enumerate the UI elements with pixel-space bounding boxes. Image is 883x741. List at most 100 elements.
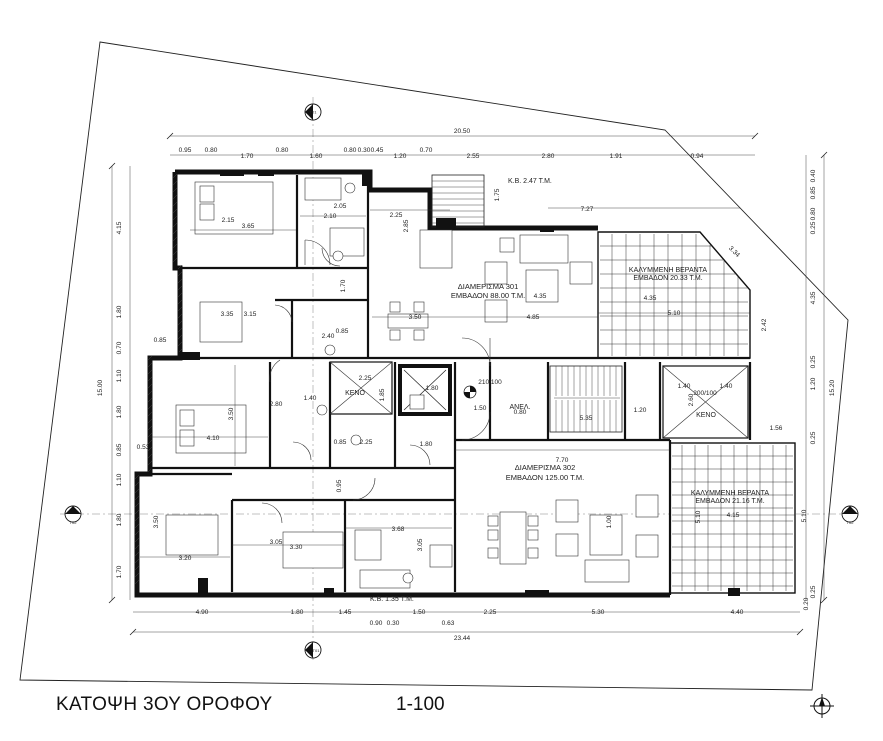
wall-hatch bbox=[172, 236, 178, 242]
dim-int-42: 0.95 bbox=[336, 479, 343, 492]
north-arrow-icon bbox=[810, 694, 834, 718]
wall-hatch bbox=[147, 460, 153, 466]
dim-int-13: 2.40 bbox=[322, 333, 335, 340]
wall-hatch bbox=[147, 355, 153, 361]
wall-hatch bbox=[147, 439, 153, 445]
wall-hatch bbox=[177, 334, 183, 340]
dim-left-8: 1.80 bbox=[116, 513, 123, 526]
dim-left-2: 1.80 bbox=[116, 305, 123, 318]
dim-int-28: 7.70 bbox=[556, 457, 569, 464]
dim-int-47: 3.50 bbox=[153, 515, 160, 528]
wall-hatch bbox=[134, 516, 140, 522]
section-mark-top: T01 bbox=[310, 110, 318, 115]
dim-right-10: 0.25 bbox=[810, 585, 817, 598]
dim-top-14: 0.94 bbox=[691, 153, 704, 160]
dim-bottom-small-2: 0.30 bbox=[387, 620, 400, 627]
wall-hatch bbox=[172, 215, 178, 221]
wall-hatch bbox=[177, 271, 183, 277]
dim-top-7: 0.30 bbox=[358, 147, 371, 154]
wall-hatch bbox=[177, 341, 183, 347]
wall-hatch bbox=[172, 250, 178, 256]
dim-int-12: 1.70 bbox=[340, 279, 347, 292]
dim-overall-bottom: 23.44 bbox=[454, 635, 471, 642]
level-marker bbox=[463, 385, 477, 399]
wall-hatch bbox=[172, 180, 178, 186]
columns bbox=[178, 170, 740, 596]
stairs bbox=[549, 365, 623, 433]
wall-hatch bbox=[147, 383, 153, 389]
wall-hatch bbox=[147, 362, 153, 368]
dim-int-5: 2.25 bbox=[390, 212, 403, 219]
void-2 bbox=[662, 365, 749, 439]
dim-int-4: 2.10 bbox=[324, 213, 337, 220]
dim-top-9: 1.20 bbox=[394, 153, 407, 160]
apartment-301-name: ΔΙΑΜΕΡΙΣΜΑ 301 bbox=[458, 282, 519, 291]
dim-bottom-3: 1.45 bbox=[339, 609, 352, 616]
dim-int-3: 2.05 bbox=[334, 203, 347, 210]
dim-left-1: 4.15 bbox=[116, 221, 123, 234]
wall-hatch bbox=[134, 565, 140, 571]
interior-dimensions: 3.65 2.15 2.05 2.10 2.25 2.85 1.75 7.27 … bbox=[153, 188, 783, 562]
dim-top-10: 0.70 bbox=[420, 147, 433, 154]
dim-bottom-1: 4.90 bbox=[196, 609, 209, 616]
wall-hatch bbox=[172, 229, 178, 235]
void-1 bbox=[329, 361, 393, 415]
wall-hatch bbox=[147, 418, 153, 424]
dim-int-32: 4.10 bbox=[207, 435, 220, 442]
stair-label: 210/100 bbox=[478, 379, 502, 386]
dim-int-31: 1.40 bbox=[720, 383, 733, 390]
interior-dim-lines bbox=[140, 207, 795, 558]
dim-int-50: 4.15 bbox=[727, 512, 740, 519]
wall-hatch bbox=[177, 306, 183, 312]
wall-hatch bbox=[134, 502, 140, 508]
wall-hatch bbox=[172, 257, 178, 263]
wall-hatch bbox=[147, 411, 153, 417]
dim-bottom-4: 1.50 bbox=[413, 609, 426, 616]
dim-overall-top: 20.50 bbox=[454, 128, 471, 135]
wall-hatch bbox=[147, 446, 153, 452]
apartment-301-area: ΕΜΒΑΔΟΝ 88.00 Τ.Μ. bbox=[451, 291, 525, 300]
wall-hatch bbox=[134, 523, 140, 529]
dim-right-5: 4.35 bbox=[810, 291, 817, 304]
bottom-dimension-chain: 4.90 1.80 1.45 1.50 2.25 5.30 4.40 0.90 … bbox=[196, 609, 744, 627]
wall-hatch bbox=[134, 474, 140, 480]
dim-right-7: 1.20 bbox=[810, 377, 817, 390]
exterior-wall-hatch bbox=[134, 173, 183, 585]
dim-top-5: 1.60 bbox=[310, 153, 323, 160]
dim-int-33: 3.50 bbox=[228, 407, 235, 420]
dim-int-15: 3.50 bbox=[409, 314, 422, 321]
wall-hatch bbox=[172, 222, 178, 228]
dim-int-25: 0.80 bbox=[514, 409, 527, 416]
wall-hatch bbox=[177, 292, 183, 298]
dim-bottom-5: 2.25 bbox=[484, 609, 497, 616]
void-1-label: ΚΕΝΟ bbox=[345, 390, 365, 397]
dim-int-43: 3.68 bbox=[392, 526, 405, 533]
dim-bottom-2: 1.80 bbox=[291, 609, 304, 616]
right-dimension-chain: 0.40 0.85 0.80 0.25 4.35 0.25 1.20 0.25 … bbox=[801, 169, 817, 610]
dim-int-21: 2.25 bbox=[359, 375, 372, 382]
dim-right-2: 0.85 bbox=[810, 186, 817, 199]
dim-left-5: 1.80 bbox=[116, 405, 123, 418]
dim-top-3: 1.70 bbox=[241, 153, 254, 160]
dim-int-10: 3.35 bbox=[221, 311, 234, 318]
section-mark-right: T02 bbox=[847, 520, 855, 525]
dim-bottom-small-1: 0.90 bbox=[370, 620, 383, 627]
dim-top-1: 0.95 bbox=[179, 147, 192, 154]
dim-int-11: 3.15 bbox=[244, 311, 257, 318]
dimension-lines bbox=[111, 135, 825, 633]
wall-hatch bbox=[177, 278, 183, 284]
dim-bottom-7: 4.40 bbox=[731, 609, 744, 616]
wall-hatch bbox=[177, 320, 183, 326]
veranda-1 bbox=[597, 231, 751, 359]
dim-int-6: 2.85 bbox=[403, 219, 410, 232]
wall-hatch bbox=[172, 173, 178, 179]
dim-int-18: 2.42 bbox=[761, 318, 768, 331]
dim-int-14: 0.85 bbox=[336, 328, 349, 335]
veranda-1-area: ΕΜΒΑΔΟΝ 20.33 Τ.Μ. bbox=[633, 275, 702, 282]
dim-int-1: 3.65 bbox=[242, 223, 255, 230]
veranda-2-name: ΚΑΛΥΜΜΕΝΗ ΒΕΡΑΝΤΑ bbox=[691, 490, 770, 497]
top-dimension-chain: 0.95 0.80 1.70 0.80 1.60 0.80 0.30 0.45 … bbox=[179, 147, 704, 160]
veranda-2-area: ΕΜΒΑΔΟΝ 21.16 Τ.Μ. bbox=[695, 498, 764, 505]
dim-bottom-6: 5.30 bbox=[592, 609, 605, 616]
dim-int-48: 3.20 bbox=[179, 555, 192, 562]
